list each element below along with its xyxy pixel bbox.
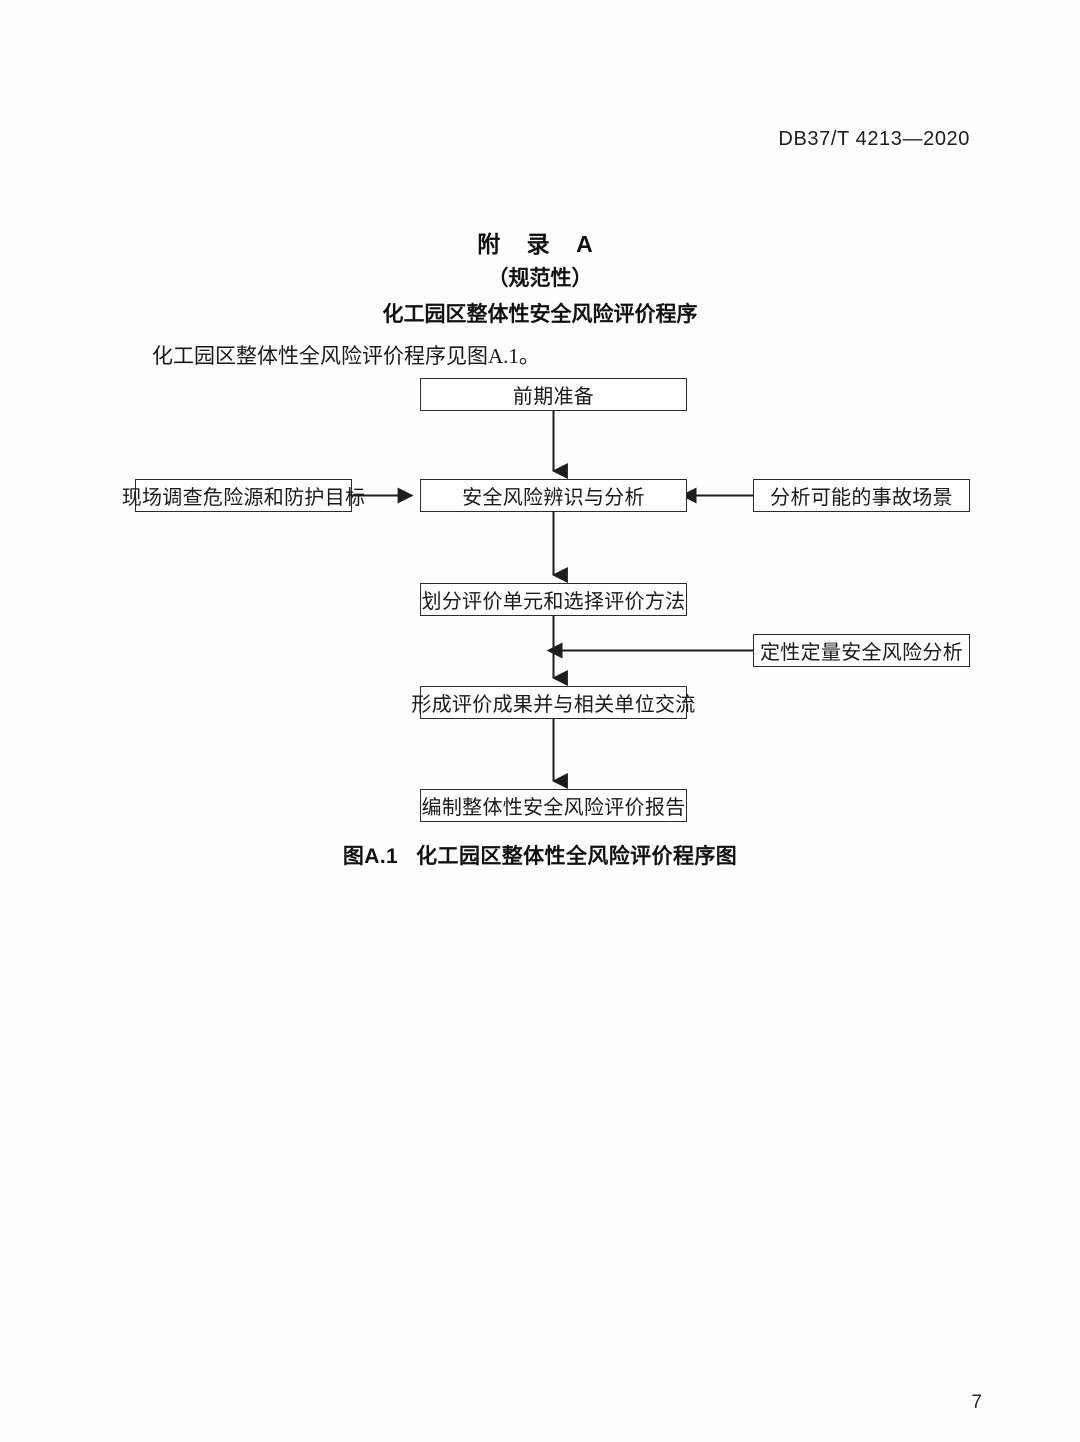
figure-number: 图A.1 bbox=[342, 845, 399, 868]
flowchart: 前期准备 现场调查危险源和防护目标 安全风险辨识与分析 分析可能的事故场景 划分… bbox=[122, 378, 970, 822]
flow-node-scenario: 分析可能的事故场景 bbox=[753, 479, 970, 512]
flow-node-survey: 现场调查危险源和防护目标 bbox=[122, 479, 365, 512]
flow-node-result: 形成评价成果并与相关单位交流 bbox=[411, 686, 695, 719]
figure-caption: 图A.1 化工园区整体性全风险评价程序图 bbox=[0, 840, 1080, 870]
flow-node-prep: 前期准备 bbox=[420, 378, 687, 411]
flow-node-report: 编制整体性安全风险评价报告 bbox=[420, 789, 687, 822]
flow-node-analysis: 定性定量安全风险分析 bbox=[753, 634, 970, 667]
flow-node-unit: 划分评价单元和选择评价方法 bbox=[420, 583, 687, 616]
flowchart-connectors bbox=[352, 411, 753, 789]
annex-title-block: 附 录 A （规范性） 化工园区整体性安全风险评价程序 bbox=[0, 228, 1080, 331]
annex-name: 化工园区整体性安全风险评价程序 bbox=[382, 302, 698, 326]
annex-label: 附 录 A bbox=[477, 231, 603, 257]
figure-title: 化工园区整体性全风险评价程序图 bbox=[416, 845, 738, 868]
annex-kind: （规范性） bbox=[487, 267, 593, 291]
page-number: 7 bbox=[971, 1392, 982, 1413]
flow-node-ident: 安全风险辨识与分析 bbox=[420, 479, 687, 512]
annex-intro-paragraph: 化工园区整体性全风险评价程序见图A.1。 bbox=[152, 344, 540, 368]
document-header-standard-id: DB37/T 4213—2020 bbox=[778, 128, 970, 150]
